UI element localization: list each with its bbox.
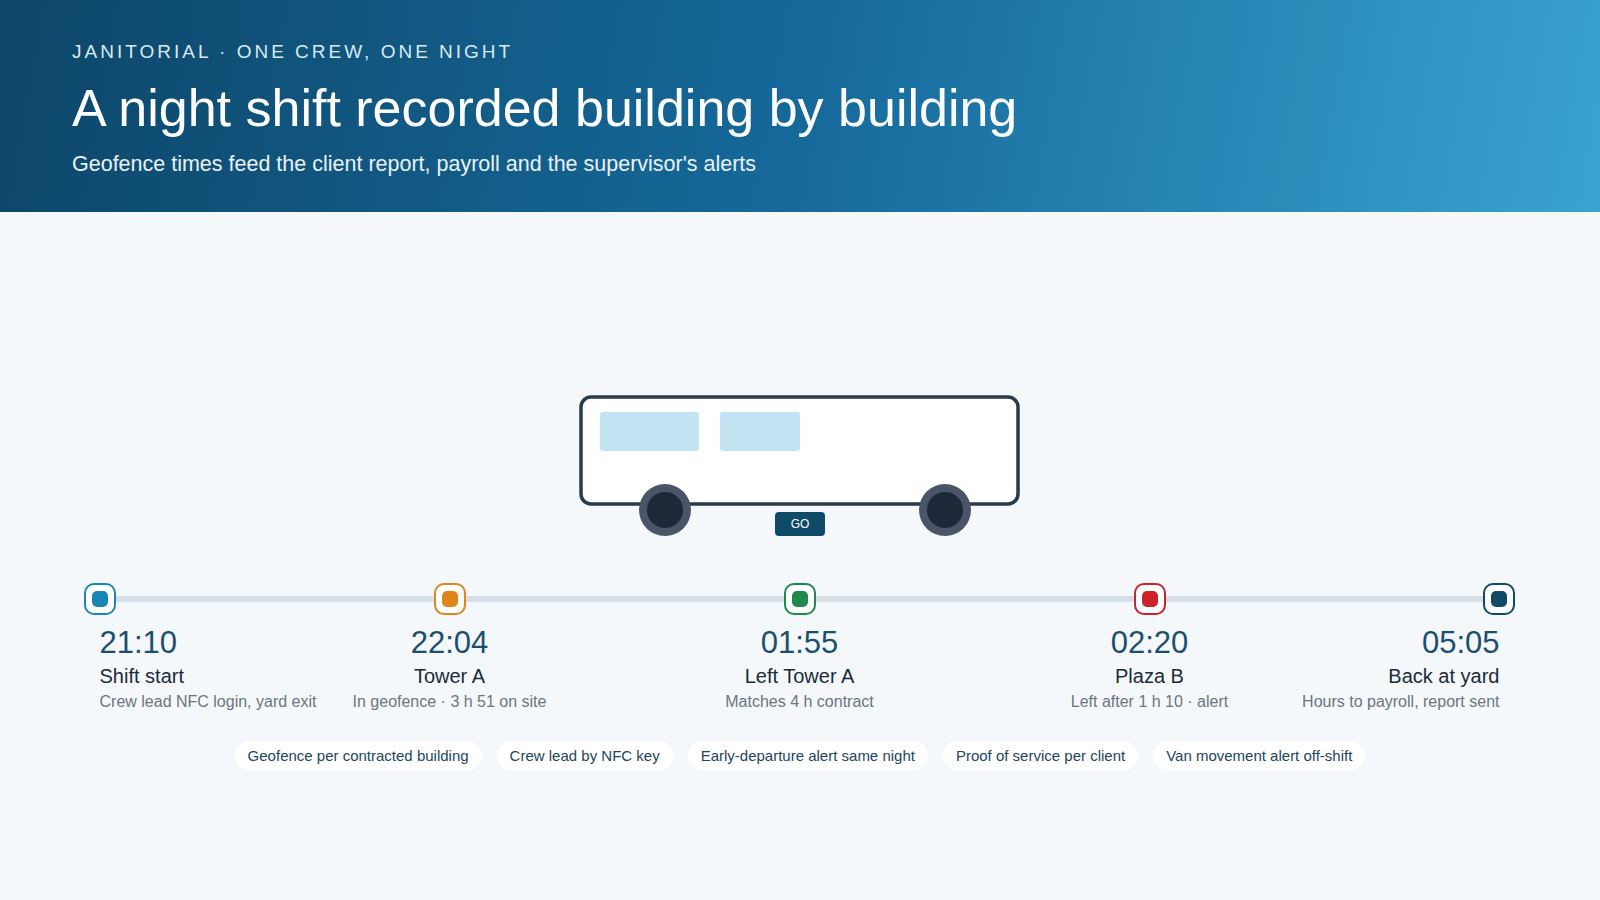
pill-label: Geofence per contracted building [248,747,469,764]
milestone-text: 02:20Plaza B Left after 1 h 10 · alert [1071,625,1228,711]
van-window [600,412,699,451]
stop-name: Tower A [353,665,547,688]
stop-name: Back at yard [1302,665,1499,688]
milestone-text: 05:05Back at yardHours to payroll, repor… [1302,625,1499,711]
feature-pill: Geofence per contracted building [235,741,482,770]
badge-label: GO [791,517,810,531]
feature-pill: Proof of service per client [943,741,1138,770]
feature-pill: Crew lead by NFC key [497,741,673,770]
pill-label: Early-departure alert same night [701,747,915,764]
timeline-segment [1166,596,1483,602]
feature-pill: Van movement alert off-shift [1153,741,1365,770]
dot-core [442,591,458,607]
van-wheel [639,484,691,536]
page-caption: Geofence times feed the client report, p… [72,152,756,177]
milestone-node: 21:10Shift startCrew lead NFC login, yar… [84,583,116,615]
pill-label: Van movement alert off-shift [1166,747,1352,764]
pill-label: Proof of service per client [956,747,1125,764]
stop-name: Plaza B [1071,665,1228,688]
milestone-node: 22:04Tower AIn geofence · 3 h 51 on site [434,583,466,615]
stop-note: In geofence · 3 h 51 on site [353,693,547,711]
stop-note: Matches 4 h contract [725,693,874,711]
eyebrow-label: JANITORIAL · ONE CREW, ONE NIGHT [72,41,513,63]
dot-core [792,591,808,607]
page-title: A night shift recorded building by build… [72,78,1017,138]
time-label: 01:55 [725,625,874,661]
stop-name: Left Tower A [725,665,874,688]
pill-label: Crew lead by NFC key [510,747,660,764]
van-window [720,412,800,451]
milestone-node: 02:20Plaza BLeft after 1 h 10 · alert [1134,583,1166,615]
milestone-text: 01:55Left Tower A Matches 4 h contract [725,625,874,711]
timeline-segment [116,596,434,602]
stop-name: Shift start [100,665,317,688]
dot-core [1142,591,1158,607]
timeline-segment [816,596,1134,602]
time-label: 02:20 [1071,625,1228,661]
time-label: 21:10 [100,625,317,661]
milestone-text: 21:10Shift startCrew lead NFC login, yar… [100,625,317,711]
van-wheel [919,484,971,536]
stop-note: Hours to payroll, report sent [1302,693,1499,711]
timeline-segment [466,596,784,602]
dot-core [1491,591,1507,607]
van-hub [927,492,963,528]
dot-core [92,591,108,607]
time-label: 05:05 [1302,625,1499,661]
stop-note: Crew lead NFC login, yard exit [100,693,317,711]
milestone-text: 22:04Tower A In geofence · 3 h 51 on site [353,625,547,711]
milestone-node: 01:55Left Tower AMatches 4 h contract [784,583,816,615]
go-badge: GO [775,512,826,536]
van-hub [647,492,683,528]
milestone-node: 05:05Back at yardHours to payroll, repor… [1483,583,1515,615]
feature-pill: Early-departure alert same night [688,741,928,770]
stop-note: Left after 1 h 10 · alert [1071,693,1228,711]
time-label: 22:04 [353,625,547,661]
